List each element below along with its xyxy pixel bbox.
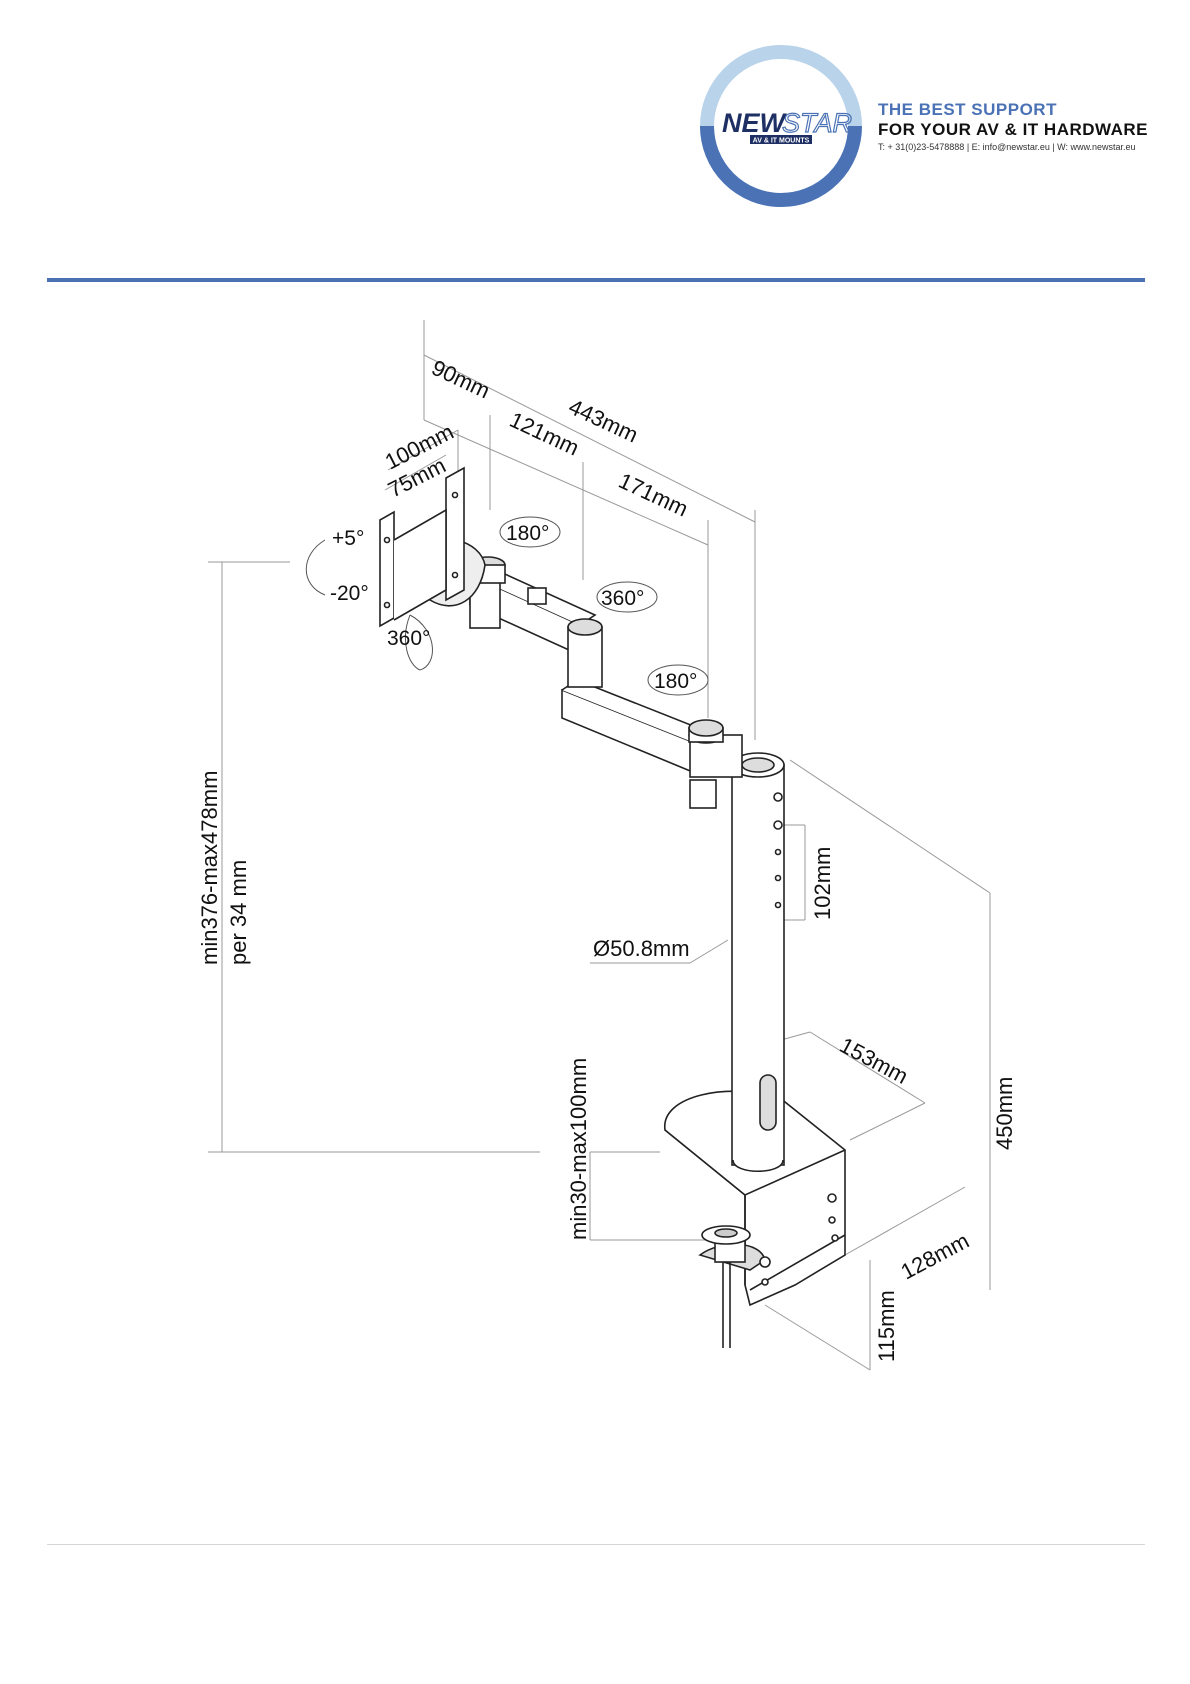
dimension-labels: 90mm 443mm 121mm 100mm 75mm 171mm +5° -2… [197, 355, 1017, 1362]
dim-115mm: 115mm [874, 1290, 899, 1362]
page-header: NEW STAR AV & IT MOUNTS THE BEST SUPPORT… [0, 0, 1190, 280]
dim-102mm: 102mm [810, 847, 835, 920]
header-divider [47, 278, 1145, 282]
logo-main-text: NEW [722, 108, 788, 138]
tagline: THE BEST SUPPORT FOR YOUR AV & IT HARDWA… [878, 100, 1148, 154]
height-range-label: min376-max478mm [197, 771, 222, 965]
dim-171mm: 171mm [615, 468, 692, 522]
logo-sub-text: AV & IT MOUNTS [753, 138, 810, 145]
height-step-label: per 34 mm [226, 860, 251, 965]
contact-info: T: + 31(0)23-5478888 | E: info@newstar.e… [878, 142, 1136, 152]
dim-153mm: 153mm [836, 1032, 913, 1089]
tagline-line1: THE BEST SUPPORT [878, 100, 1057, 119]
clamp-range-label: min30-max100mm [566, 1058, 591, 1240]
dim-128mm: 128mm [897, 1228, 974, 1285]
rotation-mid-label: 360° [601, 587, 644, 610]
rotation-indicators [305, 516, 709, 696]
logo-accent-text: STAR [782, 108, 852, 138]
dimension-lines [208, 320, 991, 1371]
tagline-line2: FOR YOUR AV & IT HARDWARE [878, 120, 1149, 139]
dim-450mm: 450mm [992, 1077, 1017, 1150]
newstar-logo: NEW STAR AV & IT MOUNTS [700, 45, 862, 207]
pole-diameter-label: Ø50.8mm [593, 936, 690, 961]
rotation-plate-label: 360° [387, 627, 430, 650]
monitor-arm-illustration [379, 466, 846, 1348]
dim-90mm: 90mm [428, 355, 494, 403]
tilt-down-label: -20° [330, 582, 369, 605]
rotation-head-label: 180° [506, 522, 549, 545]
rotation-base-label: 180° [654, 670, 697, 693]
footer-divider [47, 1544, 1145, 1545]
tilt-up-label: +5° [332, 527, 364, 550]
